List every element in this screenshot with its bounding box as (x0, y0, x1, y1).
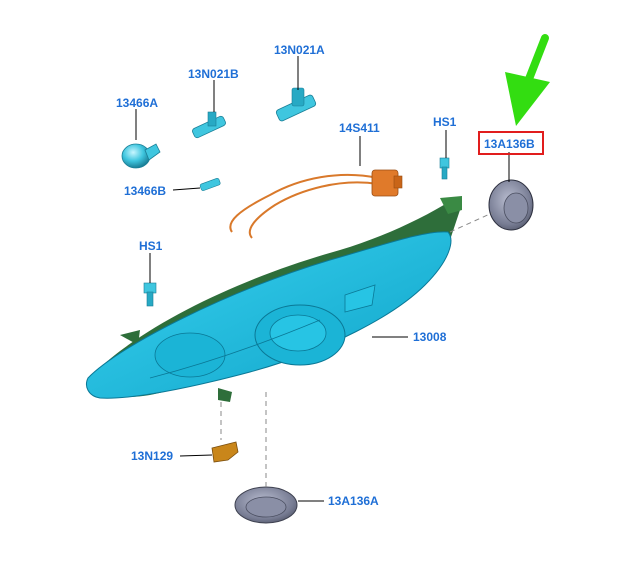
label-13466b: 13466B (124, 184, 166, 198)
pointer-arrow (505, 34, 550, 126)
label-13a136a: 13A136A (328, 494, 379, 508)
highlight-box (478, 131, 544, 155)
part-13a136b-cap (488, 179, 534, 231)
part-14s411-wiring (229, 169, 403, 239)
part-13n129-bracket (211, 441, 239, 463)
label-14s411: 14S411 (339, 121, 380, 135)
label-13466a: 13466A (116, 96, 158, 110)
label-hs1-top: HS1 (433, 115, 457, 129)
part-13466a-bulb (121, 143, 161, 169)
part-13n021b-bulb (192, 111, 226, 139)
label-hs1-left: HS1 (139, 239, 163, 253)
part-13a136a-cap (234, 486, 298, 524)
hs1-screw-left (143, 282, 157, 307)
label-13n021a: 13N021A (274, 43, 325, 57)
headlamp-lens (86, 231, 452, 399)
hs1-screw-top (439, 157, 450, 180)
label-13n021b: 13N021B (188, 67, 239, 81)
label-13n129: 13N129 (131, 449, 173, 463)
label-13008: 13008 (413, 330, 447, 344)
label-13a136b: 13A136B (484, 137, 535, 151)
part-13466b-bulb (199, 178, 221, 191)
part-13n021a-bulb (275, 87, 317, 122)
